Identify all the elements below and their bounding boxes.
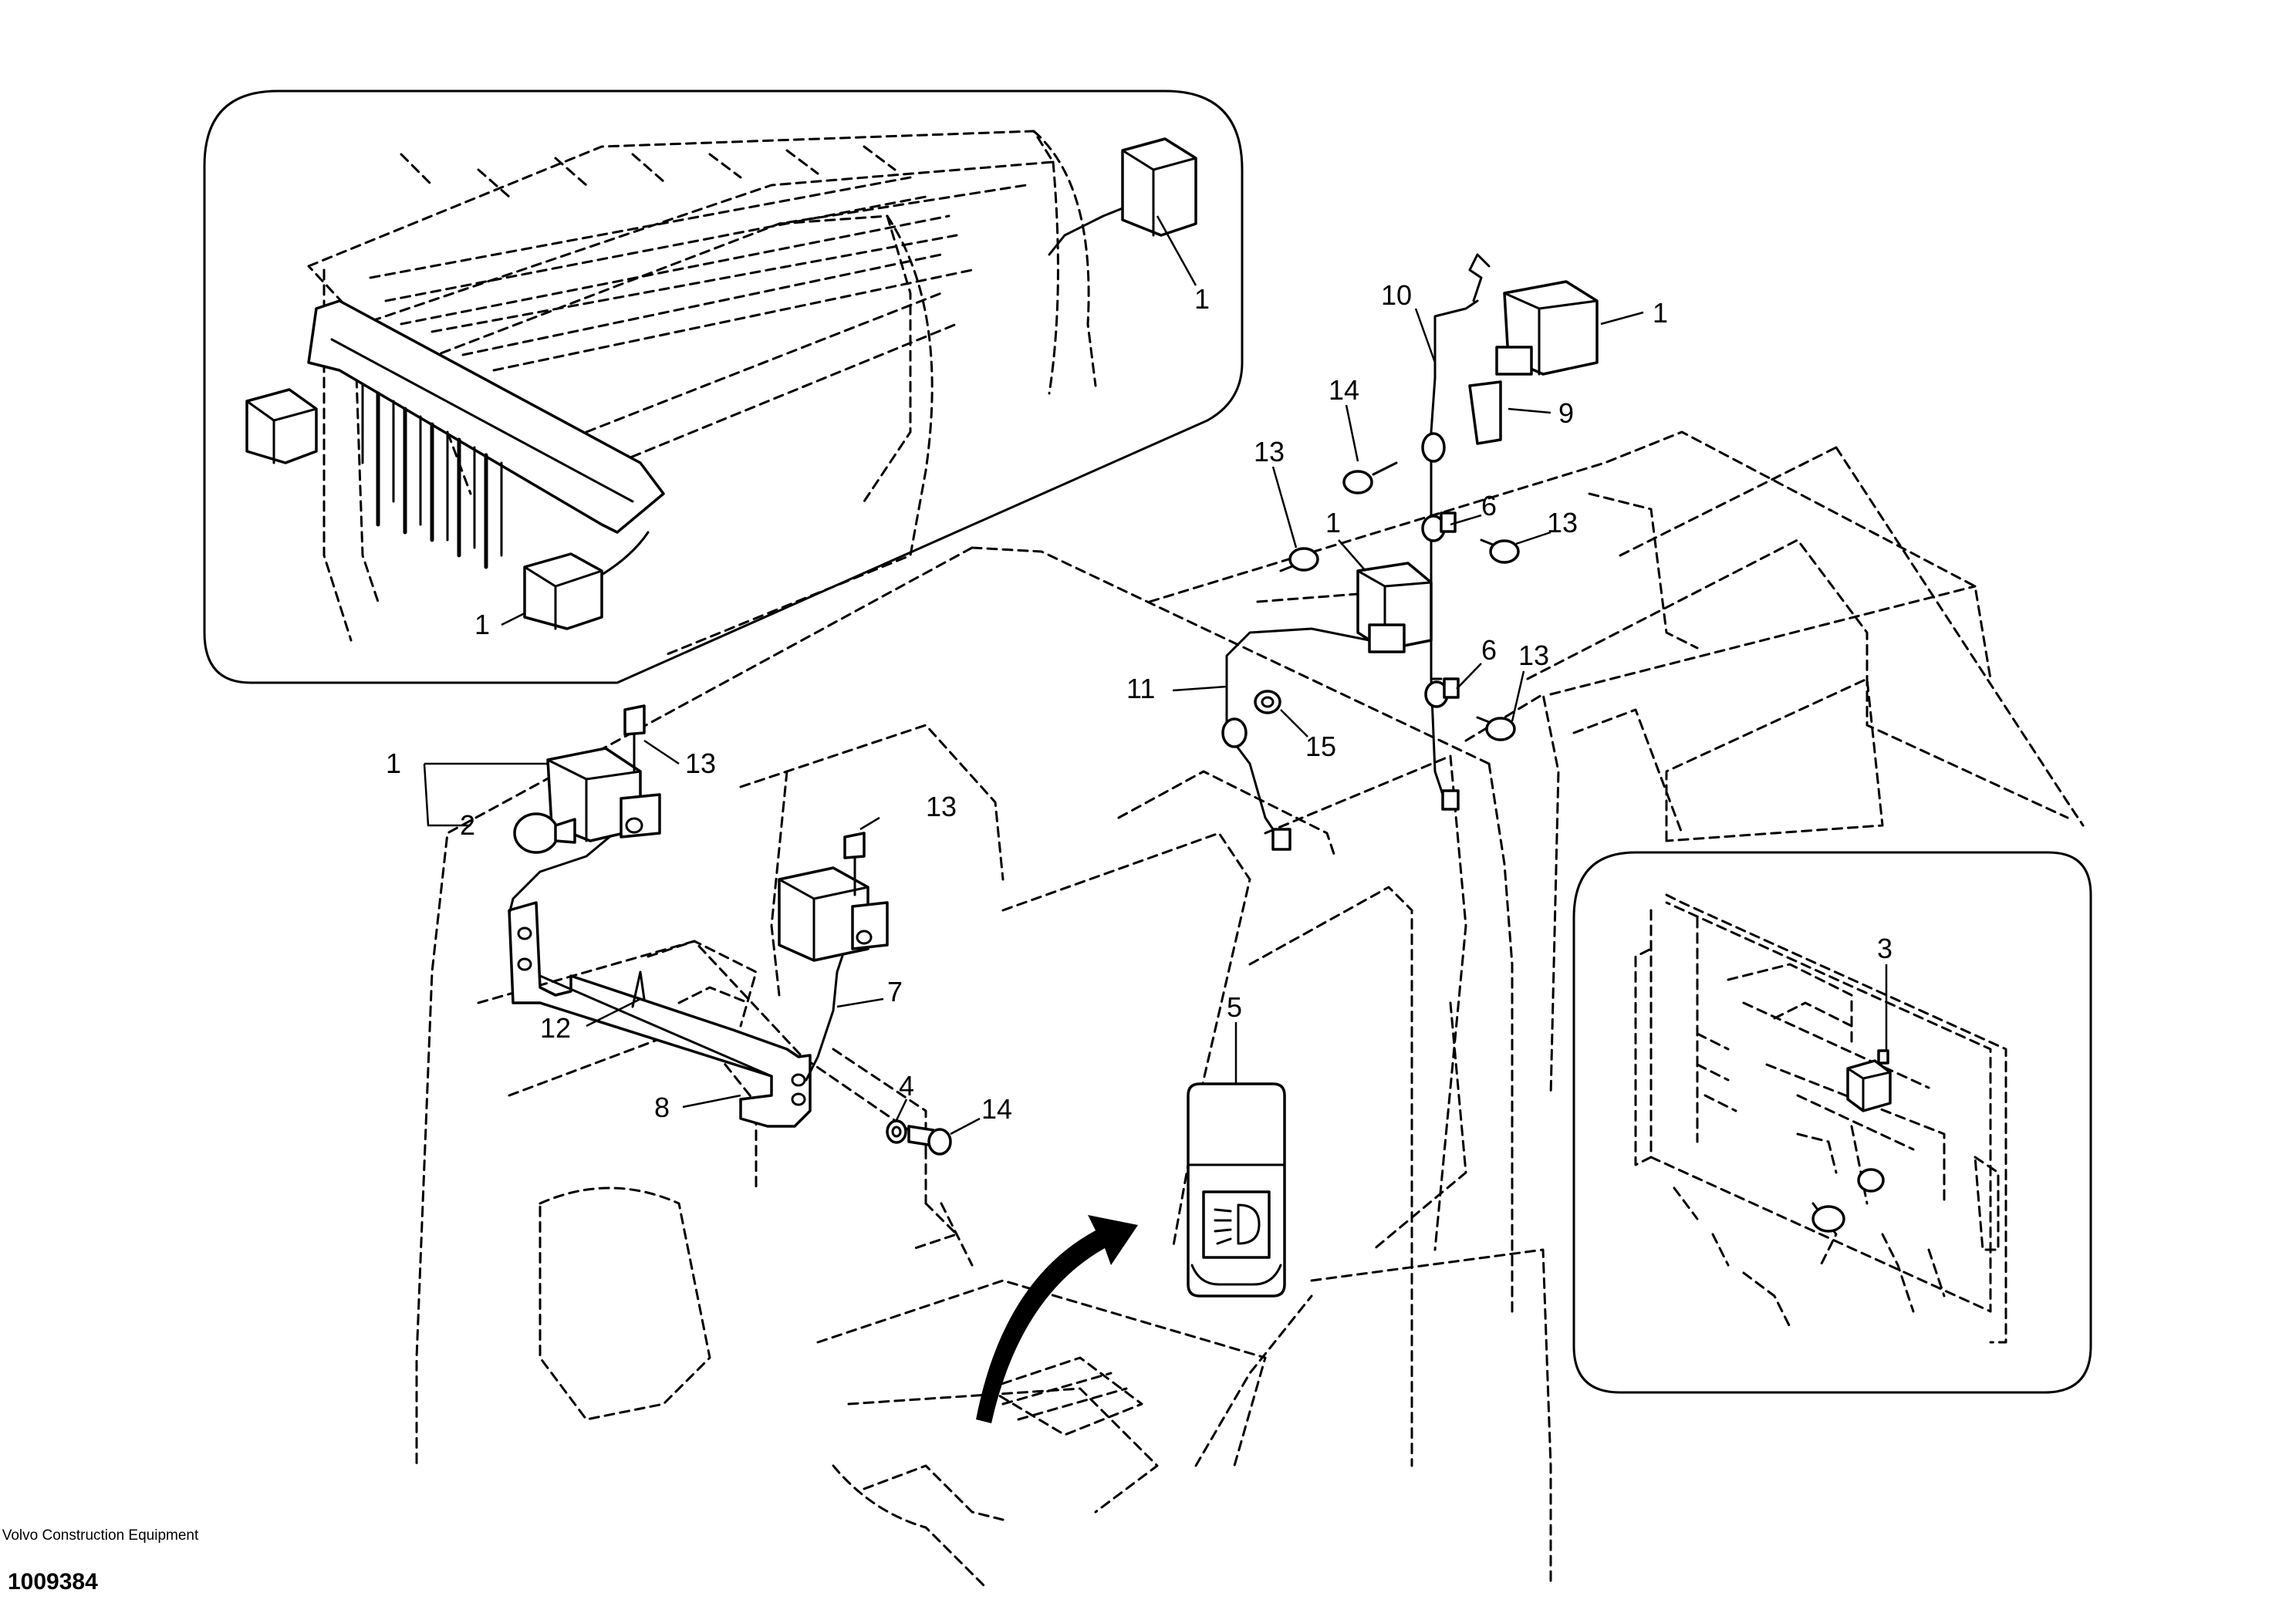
inset-relay-box: 3 <box>1572 851 2092 1394</box>
screw-front-lamp2 <box>843 832 866 896</box>
lamp-front-left <box>546 747 661 842</box>
work-light-switch: 5 <box>976 991 1286 1423</box>
arrow-icon <box>976 1215 1138 1423</box>
inset-roof-frame <box>203 89 1244 684</box>
harness-mid <box>1225 627 1371 842</box>
bolt-front <box>907 1125 952 1156</box>
callout-13-lower-right: 13 <box>1518 640 1549 671</box>
callout-12: 12 <box>540 1012 571 1044</box>
bolt-rear <box>1342 461 1398 494</box>
callout-6-upper: 6 <box>1481 490 1497 521</box>
bracket-rear <box>1468 380 1502 445</box>
screw-front-lamp <box>623 704 646 773</box>
callout-9: 9 <box>1558 397 1574 429</box>
inset-lamp-lower <box>523 531 650 630</box>
lamp-front-right <box>778 866 889 962</box>
relay <box>1846 1049 1892 1112</box>
callout-13-upper-right: 13 <box>1547 507 1578 538</box>
bracket-front <box>631 970 646 1008</box>
callout-6-lower: 6 <box>1481 634 1497 666</box>
callout-14-rear: 14 <box>1329 374 1359 406</box>
callout-1-rear-left: 1 <box>1325 507 1341 538</box>
inset-light-bar <box>307 299 665 534</box>
callout-1-inset-right: 1 <box>1194 283 1210 315</box>
callout-13-rear-left: 13 <box>1254 436 1285 467</box>
inset-lamp-left <box>245 388 318 464</box>
callout-4: 4 <box>899 1070 914 1102</box>
grommet <box>1254 690 1281 714</box>
callout-10: 10 <box>1381 279 1412 311</box>
screw-lower-right <box>1476 716 1516 741</box>
callout-1-rear-right: 1 <box>1653 297 1668 329</box>
inset-roof-lamps: 1 1 <box>203 89 1244 684</box>
callout-2: 2 <box>460 809 475 841</box>
callout-15: 15 <box>1305 731 1336 762</box>
bulb <box>513 812 576 854</box>
footer-company: Volvo Construction Equipment <box>2 1527 199 1544</box>
lamp-rear-right <box>1495 280 1599 376</box>
callout-13-front2: 13 <box>926 791 957 822</box>
callout-3: 3 <box>1877 933 1893 964</box>
bracket-left <box>508 901 812 1128</box>
callout-1-front: 1 <box>386 748 401 779</box>
callout-5: 5 <box>1227 991 1242 1023</box>
callout-13-front: 13 <box>685 748 716 779</box>
screw-upper-right <box>1480 538 1520 564</box>
inset-lamp-right <box>1048 137 1197 256</box>
callout-11: 11 <box>1126 673 1155 704</box>
clip-upper <box>1440 511 1457 533</box>
callout-7: 7 <box>887 976 903 1007</box>
harness-front <box>805 936 850 1082</box>
washer <box>886 1119 907 1144</box>
callout-8: 8 <box>654 1092 670 1123</box>
inset-relay-frame <box>1572 851 2092 1394</box>
harness-rear <box>1430 299 1479 796</box>
front-lamp-assembly: 1 2 13 13 7 12 8 4 14 <box>386 704 1012 1156</box>
cab-outline <box>415 430 2085 1591</box>
rear-lamp-assembly: 1 9 10 14 13 6 13 1 6 13 11 15 <box>1126 253 1668 851</box>
lamp-rear-left <box>1356 562 1433 653</box>
screw-rear-left <box>1279 547 1319 572</box>
callout-1-inset-left: 1 <box>474 609 490 640</box>
headlight-icon <box>1237 1203 1261 1245</box>
callout-14-front: 14 <box>981 1093 1012 1125</box>
footer-doc-number: 1009384 <box>8 1569 98 1595</box>
